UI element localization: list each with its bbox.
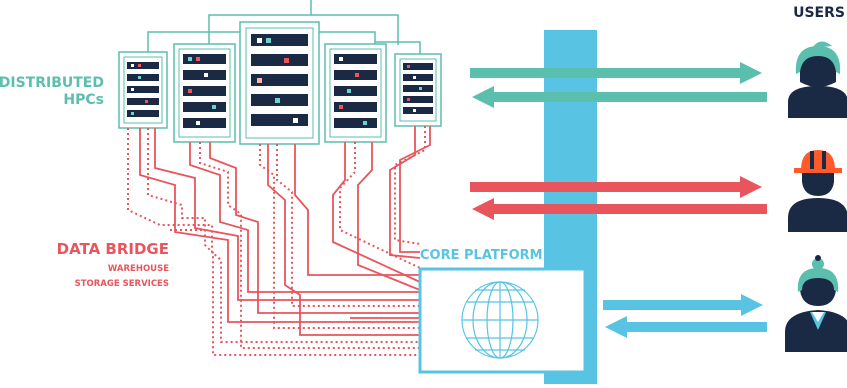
warehouse-label: WAREHOUSE: [108, 264, 169, 274]
user-icon: [788, 41, 847, 118]
data-bridge-label: DATA BRIDGE: [57, 240, 169, 258]
server-rack-1: [118, 51, 168, 129]
server-rack-5: [394, 53, 442, 127]
blue-arrow-right: [603, 294, 763, 316]
storage-services-label: STORAGE SERVICES: [75, 279, 169, 289]
data-bridge-dotted-lines: [127, 126, 426, 356]
server-rack-3: [239, 21, 320, 145]
server-rack-2: [173, 43, 236, 143]
teal-arrow-left: [472, 86, 767, 108]
red-arrow-right: [470, 176, 762, 198]
blue-arrow-left: [605, 316, 767, 338]
data-bridge-solid-lines: [139, 126, 431, 336]
core-platform-box: [418, 267, 587, 374]
teal-arrow-right: [470, 62, 762, 84]
hpc-label-line2: HPCs: [63, 92, 104, 108]
users-label: USERS: [793, 5, 845, 21]
globe-icon: [461, 281, 539, 359]
red-arrow-left: [472, 198, 767, 220]
business-user-icon: [785, 255, 847, 352]
worker-hardhat-icon: [788, 150, 847, 232]
core-platform-label: CORE PLATFORM: [420, 248, 543, 263]
server-rack-4: [324, 43, 387, 143]
hpc-label-line1: DISTRIBUTED: [0, 75, 104, 91]
